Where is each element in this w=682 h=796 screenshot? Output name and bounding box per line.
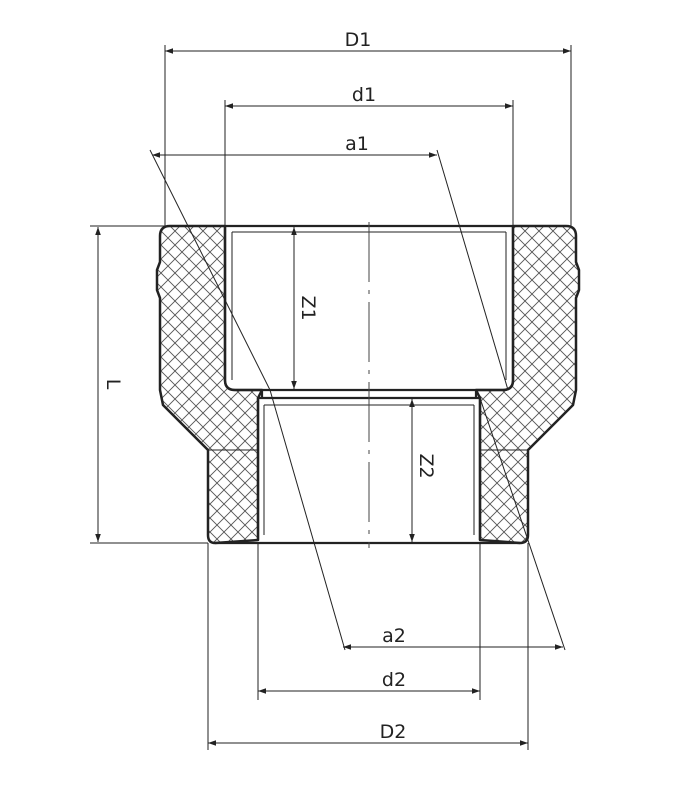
inner-shoulder-line [260,390,478,398]
label-d1: d1 [352,84,376,106]
left-wall-section [155,224,264,545]
label-D1: D1 [345,29,372,51]
label-a1: a1 [345,133,369,155]
right-wall-section [474,224,581,545]
label-a2: a2 [382,625,406,647]
label-D2: D2 [380,721,407,743]
label-L: L [102,379,124,390]
extension-lines [90,45,572,750]
label-d2: d2 [382,669,406,691]
label-Z1: Z1 [297,295,319,320]
label-Z2: Z2 [415,453,437,478]
